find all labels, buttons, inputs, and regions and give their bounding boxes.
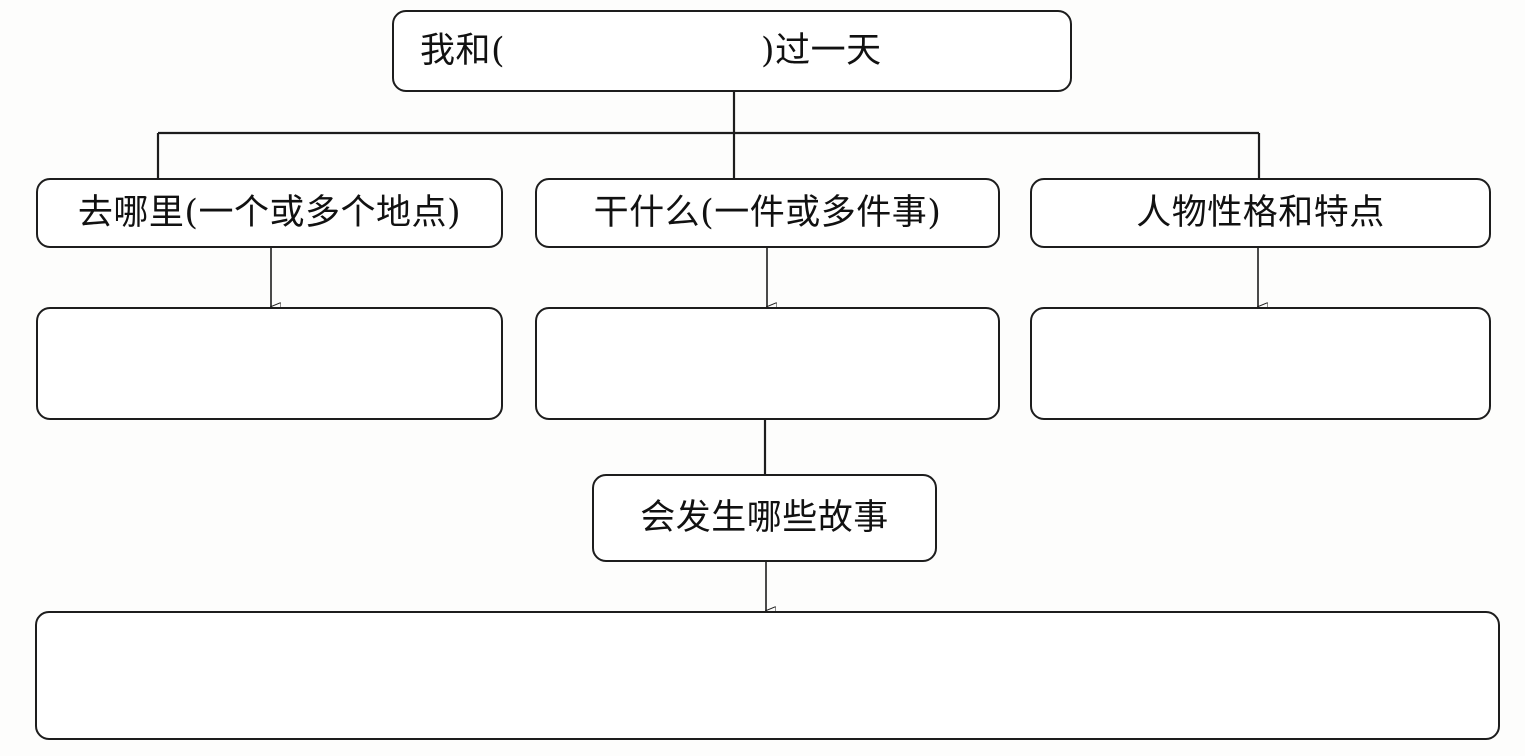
node-answer-what[interactable] <box>535 307 1000 420</box>
node-story[interactable]: 会发生哪些故事 <box>592 474 937 562</box>
node-branch-where[interactable]: 去哪里(一个或多个地点) <box>36 178 503 248</box>
node-story-label: 会发生哪些故事 <box>640 497 889 538</box>
node-title-label: 我和( )过一天 <box>420 30 882 71</box>
node-branch-character[interactable]: 人物性格和特点 <box>1030 178 1491 248</box>
node-title[interactable]: 我和( )过一天 <box>392 10 1072 92</box>
node-answer-where[interactable] <box>36 307 503 420</box>
node-branch-what-label: 干什么(一件或多件事) <box>593 192 942 233</box>
node-answer-character[interactable] <box>1030 307 1491 420</box>
node-branch-character-label: 人物性格和特点 <box>1136 192 1385 233</box>
node-result[interactable] <box>35 611 1500 740</box>
node-branch-where-label: 去哪里(一个或多个地点) <box>77 192 462 233</box>
node-branch-what[interactable]: 干什么(一件或多件事) <box>535 178 1000 248</box>
